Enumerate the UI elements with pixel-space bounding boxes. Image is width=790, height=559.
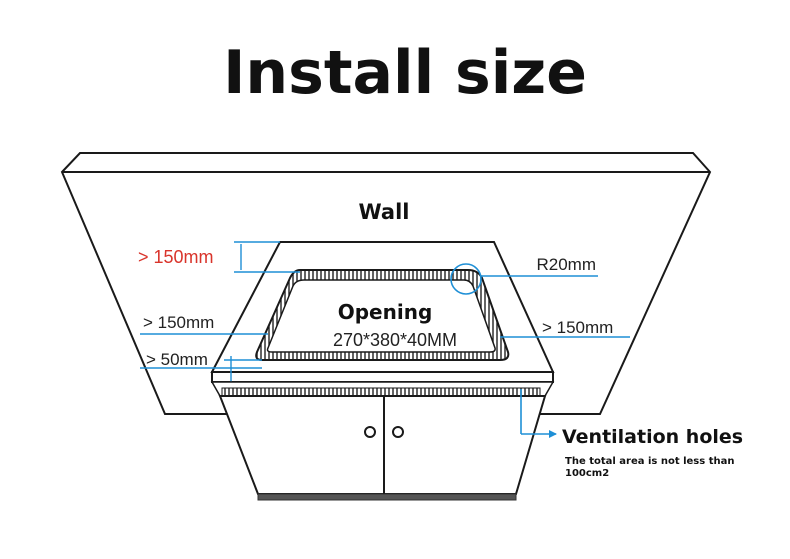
ventilation-note-line1: The total area is not less than — [565, 456, 734, 467]
dim-top-line — [234, 241, 300, 273]
opening-size: 270*380*40MM — [333, 330, 457, 350]
ventilation-note-line2: 100cm2 — [565, 468, 609, 479]
page-title: Install size — [223, 38, 587, 108]
cabinet-body — [210, 381, 555, 501]
ventilation-arrow — [520, 389, 557, 438]
wall-label: Wall — [359, 200, 410, 224]
opening-cutout — [255, 269, 510, 361]
cabinet-knobs — [364, 426, 404, 438]
dim-right-label: > 150mm — [542, 318, 613, 337]
radius-marker — [450, 263, 598, 295]
dim-front-line — [140, 356, 262, 383]
dim-front-label: > 50mm — [146, 350, 208, 369]
dim-top-label: > 150mm — [138, 247, 214, 267]
ventilation-label: Ventilation holes — [562, 426, 743, 448]
opening-label: Opening — [338, 300, 433, 324]
dim-left-label: > 150mm — [143, 313, 214, 332]
radius-label: R20mm — [536, 255, 596, 274]
